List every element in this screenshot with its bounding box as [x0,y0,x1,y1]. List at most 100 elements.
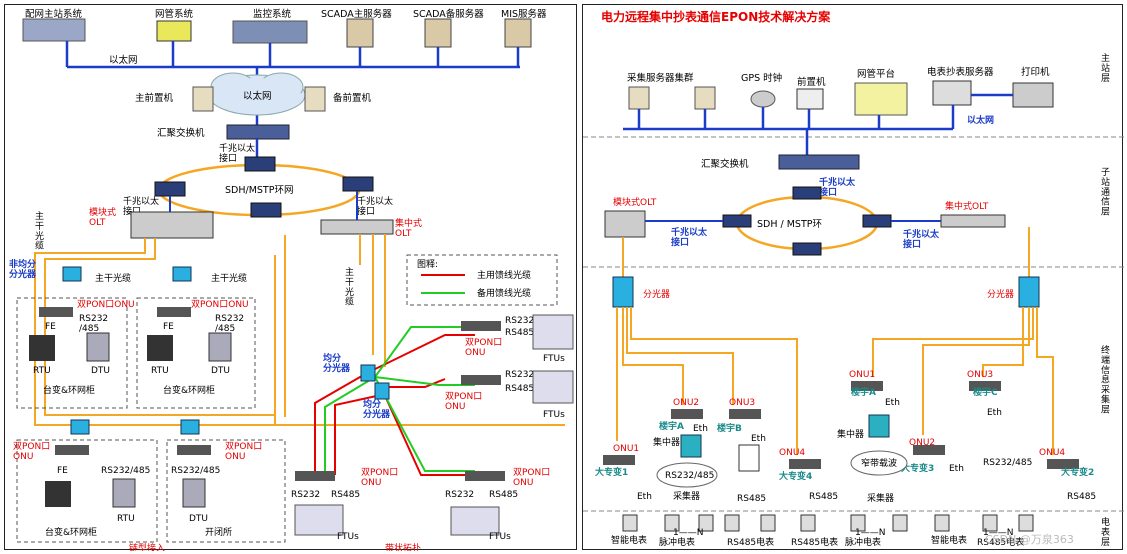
rs232-485-cloud [656,462,718,488]
switch-station-group [166,439,286,543]
onu3-icon [729,409,761,419]
agg-switch-label: 汇聚交换机 [701,158,749,170]
onu2-b-icon [913,445,945,455]
building-b-label: 楼宇B [717,422,742,434]
one-n-label-2: 1——N [855,528,885,538]
ring-nodes [154,156,374,218]
ring-node-top [244,156,276,172]
main-trunk-cable-label: 主干光缆 [95,272,131,284]
rtu-label: RTU [117,514,135,524]
printer-label: 打印机 [1021,66,1050,78]
agg-switch-icon [778,154,860,170]
onu-icon [295,471,335,481]
monitor-icon [232,20,308,44]
rs232-label: RS232 [505,370,534,380]
onu-icon [461,375,501,385]
ethernet-label: 以太网 [109,54,138,66]
layer-label-master: 主站层 [1101,52,1110,84]
fe-label: FE [57,466,68,476]
nms-label: 网管平台 [857,68,895,80]
rtu-icon [45,481,71,507]
onu-icon [461,321,501,331]
top-systems: 配网主站系统 网管系统 监控系统 SCADA主服务器 SCADA备服务器 MIS… [22,8,547,48]
onu1-label: ONU1 [613,444,639,454]
gbe-interface-label: 千兆以太接口 [219,142,255,164]
layer-dividers [583,136,1124,512]
layer-label-substation: 子站通信层 [1101,167,1110,218]
gbe-interface-label-3: 千兆以太接口 [357,195,393,217]
legend-backup-label: 备用馈线光缆 [477,287,531,299]
fep-icon [796,88,824,110]
onus: ONU1 ONU2 ONU3 ONU4 ONU1 ONU2 ONU3 ONU4 [603,370,1079,469]
cabinet-group-2 [136,297,256,409]
onu4-b-icon [1047,459,1079,469]
legend-title: 图释: [417,258,438,270]
top-system-label-5: MIS服务器 [501,8,547,20]
gps-label: GPS 时钟 [741,72,782,84]
rs485-label: RS485 [505,384,534,394]
mis-server-icon [504,18,532,48]
eth-label-6: Eth [949,464,964,474]
cloud-label: 以太网 [243,90,272,102]
onu1-icon [603,455,635,465]
right-diagram-svg: 电力远程集中抄表通信EPON技术解决方案 主站层 子站通信层 终端信息采集层 电… [583,9,1124,548]
rs485-label: RS485 [331,490,360,500]
collect-server-icon-1 [628,86,650,110]
watermark: CSDN @万泉363 [985,532,1074,546]
ring-node-left [154,181,186,197]
concentrator-icon-a [680,434,702,458]
cabinet-label: 台变&环网柜 [163,384,215,396]
splitter-2 [172,266,192,282]
fe-label: FE [163,322,174,332]
main-fep-icon [192,86,214,112]
equal-splitter-label-2: 均分分光器 [363,398,391,420]
rs485-meter-label: RS485电表 [727,536,774,548]
rs485-meter-label-3: RS485电表 [977,536,1024,548]
equal-splitter-2 [374,382,390,400]
concentrator-label-a: 集中器 [653,436,680,448]
building-c-label: 楼宇C [973,386,998,398]
trunk-cables [34,234,565,426]
layer-label-meter: 电表层 [1101,516,1110,548]
nms-icon [156,20,192,42]
concentrator-icon-a2 [868,414,890,438]
onu2-b-label: ONU2 [909,438,935,448]
onu3-b-label: ONU3 [967,370,993,380]
printer-icon [1012,82,1054,108]
dual-pon-onu-label: 双PON口ONU [191,299,249,310]
nms-icon [854,82,908,116]
rs232-485-label: RS232/485 [215,314,244,334]
main-trunk-label: 主干光缆 [35,210,44,252]
rs232-485-label: RS232/485 [79,314,108,334]
cabinet-group-1 [16,297,128,409]
ethernet-bus [65,41,520,127]
main-feeder-cables [314,334,475,476]
big-transformer1-label: 大专变1 [595,466,628,478]
dtu-icon [112,478,136,508]
top-system-label-3: SCADA主服务器 [321,8,392,20]
smart-meter-label: 智能电表 [611,534,647,546]
legend-main-label: 主用馈线光缆 [477,269,531,281]
ftus-icon [294,504,344,536]
one-n-label-3: 1——N [983,528,1013,538]
rtu-label: RTU [33,366,51,376]
big-transformer2-label: 大专变2 [1061,466,1094,478]
switch-station-label: 开闭所 [205,526,232,538]
equal-splitter-label: 均分分光器 [323,352,351,374]
rs232-485-label: RS232/485 [101,466,150,476]
onu4-b-label: ONU4 [1039,448,1065,458]
distribution-automation-diagram: 配网主站系统 网管系统 监控系统 SCADA主服务器 SCADA备服务器 MIS… [4,4,577,551]
eth-label-2: Eth [693,424,708,434]
eth-label-1: Eth [637,492,652,502]
eth-label-3: Eth [751,434,766,444]
concentrator-label-a2: 集中器 [837,428,864,440]
backup-fep-icon [304,86,326,112]
big-transformer3-label: 大专变3 [901,462,934,474]
